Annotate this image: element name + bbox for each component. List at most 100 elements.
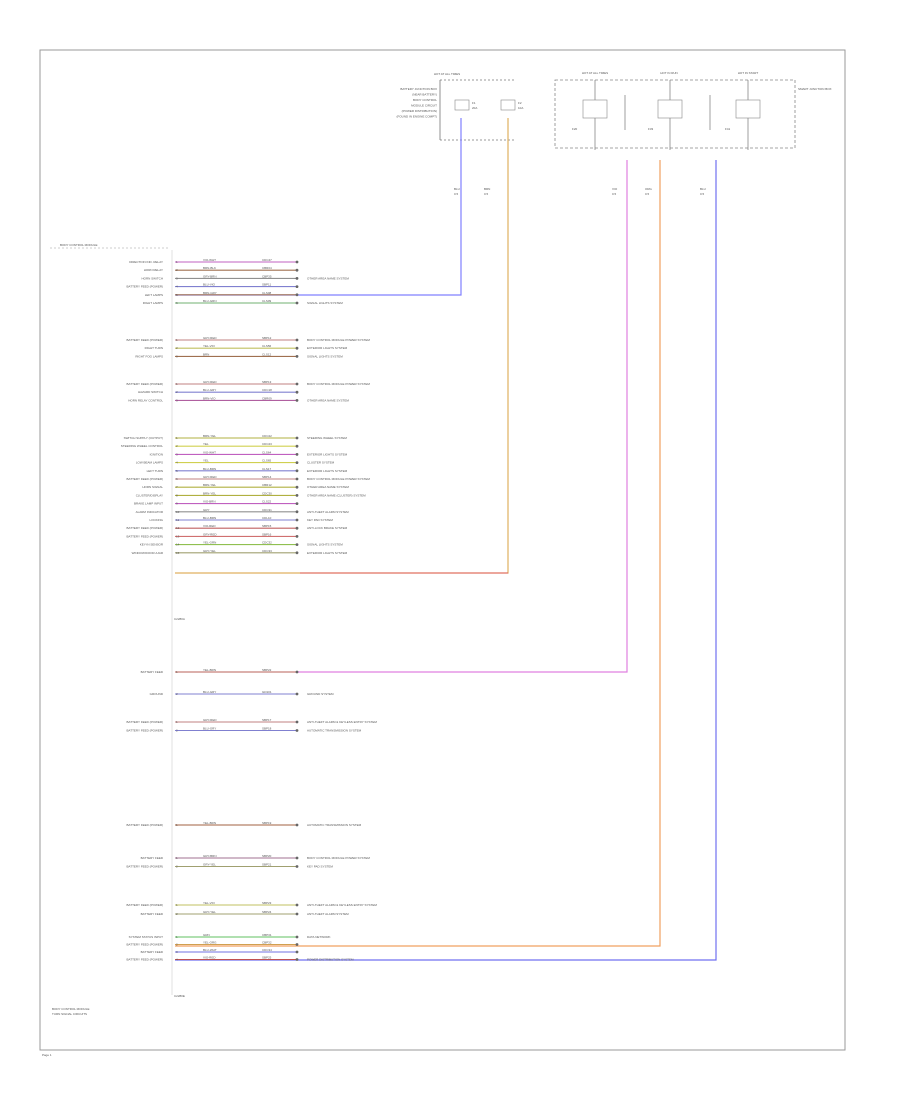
pin-number: 4 <box>176 958 178 962</box>
pin-function-label: BATTERY FEED (POWER) <box>126 720 163 724</box>
wire-color-code: GRY-RED <box>203 475 217 479</box>
fuse-2-value: 10A <box>518 106 523 110</box>
wire-circuit-code: CDC30 <box>262 491 272 495</box>
wire-color-code: GRY <box>203 508 209 512</box>
pin-function-label: BATTERY FEED <box>141 856 164 860</box>
wire-circuit-code: CBR09 <box>262 396 272 400</box>
wire-color-code: BRN-BLK <box>203 266 216 270</box>
wire-circuit-code: SBP22 <box>262 668 272 672</box>
pin-number: 1 <box>176 720 178 724</box>
wire-terminal <box>295 485 299 489</box>
pin-function-label: BATTERY FEED (POWER) <box>126 338 163 342</box>
wire-terminal <box>295 958 299 961</box>
fuse-box-desc-line: MODULE CIRCUIT <box>411 104 437 108</box>
pin-function-label: HORN SIGNAL <box>142 485 163 489</box>
fuse-box-description: BATTERY JUNCTION BOX(NEAR BATTERY)BODY C… <box>397 87 438 119</box>
wire-terminal <box>295 444 299 448</box>
wire-color-code: BRN-YEL <box>203 491 216 495</box>
wire-circuit-code: SBP17 <box>262 718 272 722</box>
pin-number: 8 <box>176 493 178 497</box>
wire-color-code: YEL-BRN <box>203 821 216 825</box>
wire-destination: ANTI-THEFT ALARM SYSTEM <box>307 912 349 916</box>
wire-color-code: GRY-RED <box>203 380 217 384</box>
relay-box-name: SMART JUNCTION BOX <box>798 87 832 91</box>
wire-circuit-code: CBR04 <box>262 266 272 270</box>
fuse-box-desc-line: BATTERY JUNCTION BOX <box>400 87 437 91</box>
relay-wire-3-gauge: 0.5 <box>700 192 705 196</box>
wire-destination: POWER DISTRIBUTION SYSTEM <box>307 958 354 962</box>
pin-number: 2 <box>176 346 178 350</box>
wire-circuit-code: CDC47 <box>262 258 272 262</box>
pin-function-label: BATTERY FEED (POWER) <box>126 865 163 869</box>
wire-color-code: YEL <box>203 459 209 463</box>
relay-fuse-2: F33 <box>648 127 654 131</box>
pin-number: 2 <box>176 444 178 448</box>
pin-number: 2 <box>176 912 178 916</box>
wire-destination: AUTOMATIC TRANSMISSION SYSTEM <box>307 823 362 827</box>
wire-circuit-code: CLS65 <box>262 459 272 463</box>
pin-function-label: HORN RELAY CONTROL <box>128 398 163 402</box>
wire-destination: OTHER AREA NAME SYSTEM <box>307 398 349 402</box>
wire-circuit-code: SBP20 <box>262 854 272 858</box>
connector-top: C2280A <box>174 617 185 621</box>
wire-terminal <box>295 346 299 350</box>
wire-color-code: YEL-GRN <box>203 541 216 545</box>
relay-wire-1-color: VIO <box>612 187 618 191</box>
pin-number: 3 <box>176 398 178 402</box>
relay-wire-2-gauge: 0.5 <box>645 192 650 196</box>
wire-color-code: BRN-YEL <box>203 434 216 438</box>
wire-circuit-code: SBP14 <box>262 475 272 479</box>
relay-wire-2-color: ORG <box>645 187 653 191</box>
pin-function-label: STEERING WHEEL CONTROL <box>121 444 164 448</box>
fuse-box-label: HOT AT ALL TIMES <box>434 72 460 76</box>
pin-function-label: BATTERY FEED (POWER) <box>126 477 163 481</box>
wire-destination: EXTERIOR LIGHTS SYSTEM <box>307 551 348 555</box>
wire-destination: BODY CONTROL MODULE POWER SYSTEM <box>307 477 370 481</box>
pin-number: 1 <box>176 935 178 939</box>
pin-function-label: LOCKING <box>149 518 163 522</box>
wire-circuit-code: SBP16 <box>262 532 272 536</box>
relay-fuse-3: F41 <box>725 127 731 131</box>
wire-terminal <box>295 461 299 464</box>
pin-number: 2 <box>176 268 178 272</box>
wire-color-code: BLU-BRN <box>203 467 216 471</box>
wire-destination: BODY CONTROL MODULE POWER SYSTEM <box>307 382 370 386</box>
pin-number: 10 <box>176 510 180 514</box>
pin-function-label: DIRECTION IND. RELAY <box>129 260 163 264</box>
wire-circuit-code: CLS56 <box>262 344 272 348</box>
wire-circuit-code: SBP12 <box>262 336 272 340</box>
pin-function-label: SYSTEM STATUS INPUT <box>129 935 164 939</box>
wire-circuit-code: SBP24 <box>262 910 272 914</box>
wire-color-code: GRY-YEL <box>203 863 216 867</box>
pin-number: 4 <box>176 285 178 289</box>
fuse-box-desc-line: (FOUND IN ENGINE COMPT) <box>397 115 438 119</box>
wire-color-code: GRY-RED <box>203 718 217 722</box>
fuse-box: HOT AT ALL TIMES BATTERY JUNCTION BOX(NE… <box>397 72 524 196</box>
pin-number: 2 <box>176 692 178 696</box>
wire-destination: DATA NETWORK <box>307 935 331 939</box>
wire-terminal <box>295 355 299 358</box>
pin-number: 13 <box>176 534 180 538</box>
fuse-box-desc-line: (POWER DISTRIBUTION) <box>402 109 437 113</box>
pin-function-label: BATTERY FEED <box>141 912 164 916</box>
relay-wire-3-color: BLU <box>700 187 706 191</box>
wire-destination: KEY PAD SYSTEM <box>307 865 333 869</box>
pin-function-label: RIGHT TURN <box>145 346 163 350</box>
relay-label-3: HOT IN START <box>738 71 759 75</box>
wire-circuit-code: SBP23 <box>262 901 272 905</box>
wire-destination: BODY CONTROL MODULE POWER SYSTEM <box>307 338 370 342</box>
wire-terminal <box>295 551 299 555</box>
wire-circuit-code: SBP18 <box>262 727 272 731</box>
wire-circuit-code: CLS09 <box>262 299 272 303</box>
wire-destination: SIGNAL LIGHTS SYSTEM <box>307 543 343 547</box>
wire-destination: CLUSTER SYSTEM <box>307 461 335 465</box>
diagram-border <box>39 49 846 1051</box>
wire-color-code: BRN-VIO <box>203 396 216 400</box>
wire-destination: KEY PAD SYSTEM <box>307 518 333 522</box>
fuse-box-desc-line: BODY CONTROL <box>413 98 437 102</box>
wire-color-code: GRY-BRN <box>203 854 217 858</box>
wire-destination: SIGNAL LIGHTS SYSTEM <box>307 354 343 358</box>
wire-color-code: YEL <box>203 442 209 446</box>
wire-terminal <box>295 543 299 546</box>
relay-box: HOT AT ALL TIMES HOT IN RUN HOT IN START… <box>554 71 832 196</box>
